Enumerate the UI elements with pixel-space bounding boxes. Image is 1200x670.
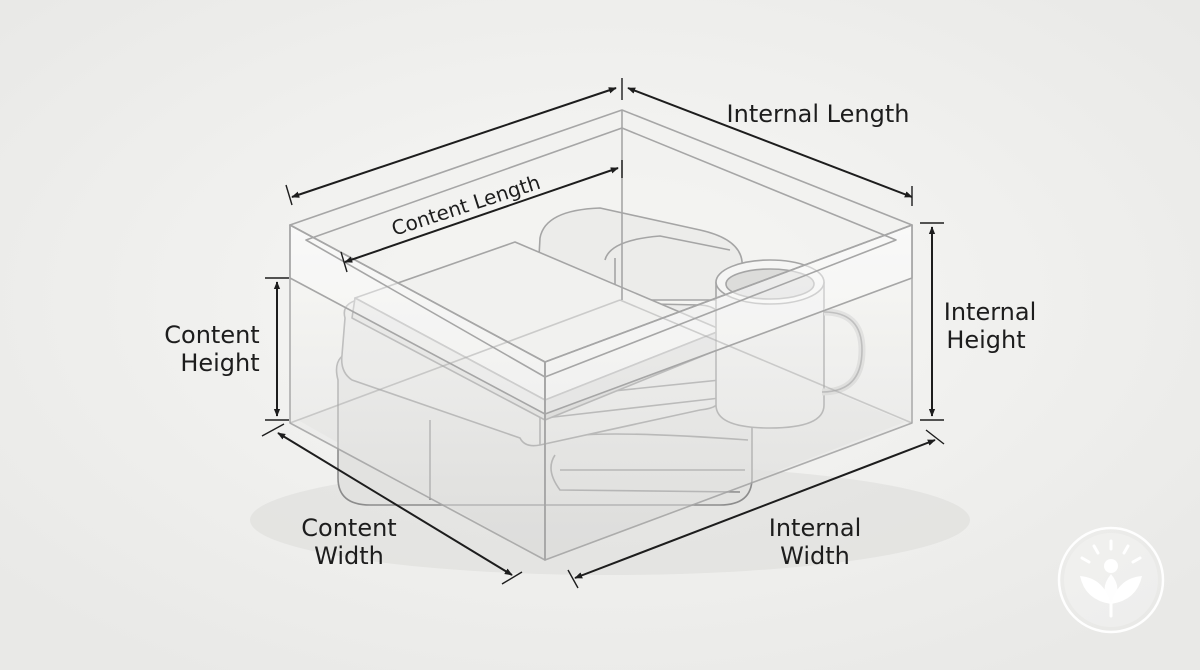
content-width-arrow: [277, 432, 513, 576]
internal-width-label-line2: Width: [780, 542, 850, 570]
internal-length-arrow-right: [627, 87, 913, 198]
internal-height-label-line2: Height: [946, 326, 1025, 354]
content-height-label-line2: Height: [180, 349, 259, 377]
content-width-label-line1: Content: [301, 514, 396, 542]
internal-width-label-line1: Internal: [769, 514, 862, 542]
internal-length-label: Internal Length: [727, 100, 910, 128]
content-width-label-line2: Width: [314, 542, 384, 570]
content-height-label-line1: Content: [164, 321, 259, 349]
seedling-leaves-logo-icon: [1057, 526, 1165, 634]
dimension-lines: [261, 78, 945, 589]
internal-height-label-line1: Internal: [944, 298, 1037, 326]
content-length-arrow: [344, 167, 619, 263]
internal-width-arrow: [574, 439, 936, 579]
